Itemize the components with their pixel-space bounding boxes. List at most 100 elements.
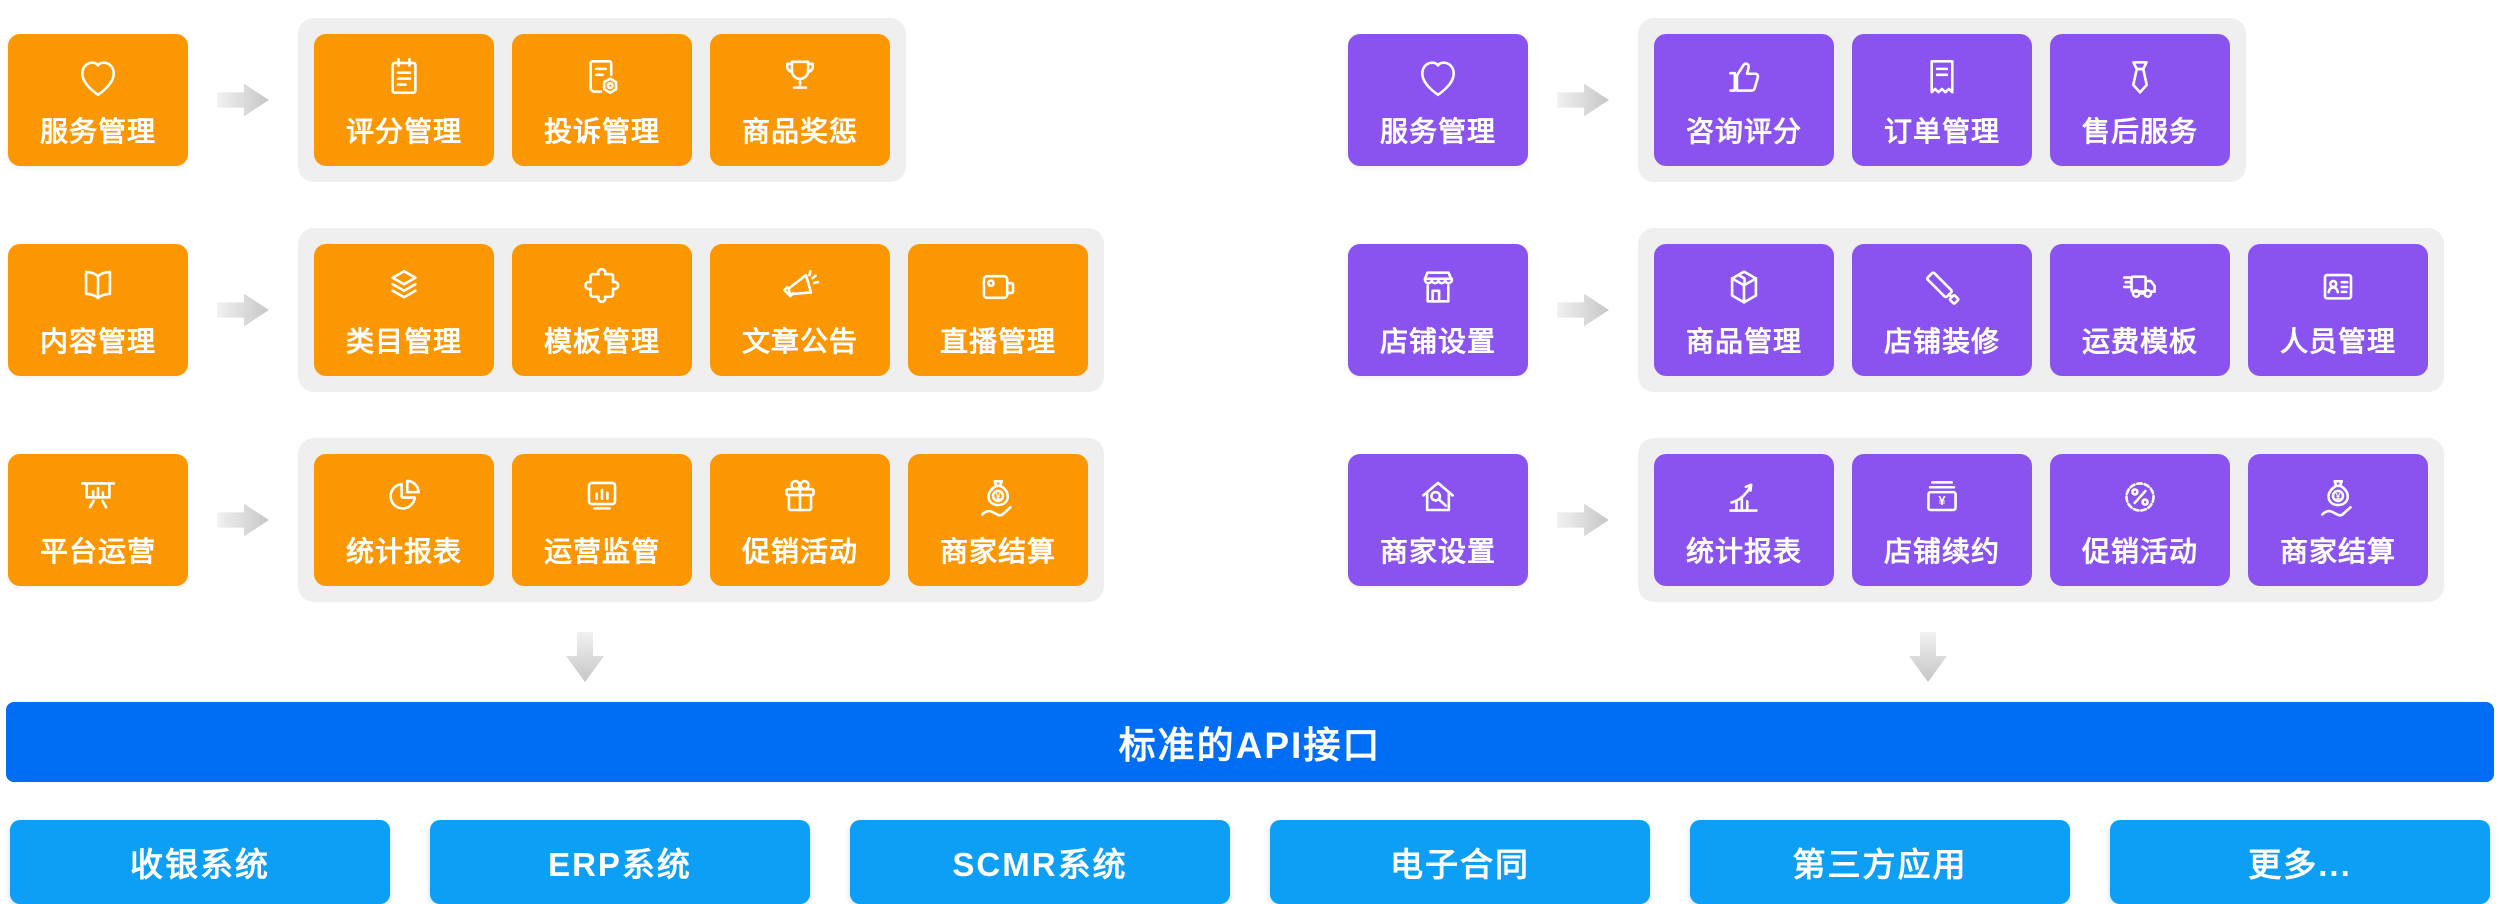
category-block-label: 服务管理 bbox=[1379, 115, 1496, 147]
feature-chip-label: 促销活动 bbox=[2081, 535, 2198, 567]
feature-chip-label: 店铺装修 bbox=[1883, 325, 2000, 357]
category-block-label: 平台运营 bbox=[39, 535, 156, 567]
arrow-right-icon bbox=[188, 76, 298, 124]
feature-chip-label: 商品管理 bbox=[1685, 325, 1802, 357]
api-bar-label: 标准的API接口 bbox=[1118, 725, 1382, 766]
id-card-icon bbox=[2312, 261, 2364, 313]
category-block-label: 服务管理 bbox=[39, 115, 156, 147]
feature-chip-label: 直播管理 bbox=[939, 325, 1056, 357]
monitor-icon bbox=[576, 471, 628, 523]
feature-chip: 促销活动 bbox=[2050, 454, 2230, 586]
system-block-label: 第三方应用 bbox=[1792, 846, 1968, 883]
percent-badge-icon bbox=[2114, 471, 2166, 523]
feature-chip-label: 商家结算 bbox=[939, 535, 1056, 567]
feature-group: 咨询评分 订单管理 售后服务 bbox=[1638, 18, 2246, 182]
tie-icon bbox=[2114, 51, 2166, 103]
trophy-icon bbox=[774, 51, 826, 103]
category-block: 内容管理 bbox=[8, 244, 188, 376]
svg-text:¥: ¥ bbox=[2335, 491, 2341, 501]
feature-row: 内容管理类目管理 模板管理 文章公告 直播管理 bbox=[8, 228, 1104, 392]
feature-chip-label: 统计报表 bbox=[345, 535, 462, 567]
arrow-right-icon bbox=[1528, 496, 1638, 544]
feature-group: 评分管理 投诉管理 商品奖惩 bbox=[298, 18, 906, 182]
feature-chip-label: 模板管理 bbox=[543, 325, 660, 357]
presentation-chart-icon bbox=[72, 471, 124, 523]
category-block: 服务管理 bbox=[1348, 34, 1528, 166]
arrow-right-icon bbox=[188, 286, 298, 334]
rating-notes-icon bbox=[378, 51, 430, 103]
money-bag-hand-icon: ¥ bbox=[972, 471, 1024, 523]
system-block-label: 电子合同 bbox=[1390, 846, 1530, 883]
system-block: ERP系统 bbox=[430, 820, 810, 904]
house-wrench-icon bbox=[1412, 471, 1464, 523]
feature-chip: 订单管理 bbox=[1852, 34, 2032, 166]
arrow-right-icon bbox=[188, 496, 298, 544]
category-block: 商家设置 bbox=[1348, 454, 1528, 586]
panel-merchant: 服务管理 咨询评分 订单管理 售后服务店铺设置商品管理 店铺装修 运费模板 人员管理商家设置… bbox=[1348, 18, 2444, 602]
feature-chip: 店铺装修 bbox=[1852, 244, 2032, 376]
feature-row: 服务管理 咨询评分 订单管理 售后服务 bbox=[1348, 18, 2444, 182]
svg-text:¥: ¥ bbox=[995, 491, 1001, 501]
feature-chip: 类目管理 bbox=[314, 244, 494, 376]
storefront-icon bbox=[1412, 261, 1464, 313]
system-block: 更多... bbox=[2110, 820, 2490, 904]
feature-group: 统计报表 ¥ 店铺续约 促销活动 ¥商家结算 bbox=[1638, 438, 2444, 602]
feature-chip: ¥ 店铺续约 bbox=[1852, 454, 2032, 586]
svg-text:¥: ¥ bbox=[1938, 493, 1946, 508]
feature-chip: 评分管理 bbox=[314, 34, 494, 166]
category-block: 服务管理 bbox=[8, 34, 188, 166]
category-block: 店铺设置 bbox=[1348, 244, 1528, 376]
feature-chip: 运营监管 bbox=[512, 454, 692, 586]
feature-chip-label: 类目管理 bbox=[345, 325, 462, 357]
panel-platform: 服务管理 评分管理 投诉管理 商品奖惩内容管理类目管理 模板管理 文章公告 直播管理平台运营… bbox=[8, 18, 1104, 602]
thumbs-up-icon bbox=[1718, 51, 1770, 103]
feature-group: 类目管理 模板管理 文章公告 直播管理 bbox=[298, 228, 1104, 392]
open-book-icon bbox=[72, 261, 124, 313]
feature-chip-label: 店铺续约 bbox=[1883, 535, 2000, 567]
feature-row: 服务管理 评分管理 投诉管理 商品奖惩 bbox=[8, 18, 1104, 182]
feature-chip: 商品管理 bbox=[1654, 244, 1834, 376]
feature-chip: 文章公告 bbox=[710, 244, 890, 376]
feature-chip-label: 咨询评分 bbox=[1685, 115, 1802, 147]
api-bar: 标准的API接口 bbox=[6, 702, 2494, 782]
feature-chip-label: 人员管理 bbox=[2279, 325, 2396, 357]
feature-row: 平台运营 统计报表 运营监管 促销活动 ¥ 商家结算 bbox=[8, 438, 1104, 602]
feature-row: 店铺设置商品管理 店铺装修 运费模板 人员管理 bbox=[1348, 228, 2444, 392]
feature-chip: 促销活动 bbox=[710, 454, 890, 586]
system-block: 第三方应用 bbox=[1690, 820, 2070, 904]
megaphone-icon bbox=[774, 261, 826, 313]
feature-chip-label: 运费模板 bbox=[2081, 325, 2198, 357]
feature-chip-label: 商品奖惩 bbox=[741, 115, 858, 147]
feature-chip: 统计报表 bbox=[1654, 454, 1834, 586]
arrow-down-icon bbox=[562, 632, 608, 682]
order-receipt-icon bbox=[1916, 51, 1968, 103]
feature-chip-label: 文章公告 bbox=[741, 325, 858, 357]
complaint-doc-icon bbox=[576, 51, 628, 103]
truck-icon bbox=[2114, 261, 2166, 313]
feature-chip: 售后服务 bbox=[2050, 34, 2230, 166]
gift-icon bbox=[774, 471, 826, 523]
feature-chip: 直播管理 bbox=[908, 244, 1088, 376]
system-block: 电子合同 bbox=[1270, 820, 1650, 904]
feature-chip: ¥商家结算 bbox=[2248, 454, 2428, 586]
feature-chip: ¥ 商家结算 bbox=[908, 454, 1088, 586]
feature-chip: 统计报表 bbox=[314, 454, 494, 586]
renewal-cash-icon: ¥ bbox=[1916, 471, 1968, 523]
system-block-label: SCMR系统 bbox=[952, 846, 1128, 883]
heart-icon bbox=[72, 51, 124, 103]
feature-chip-label: 运营监管 bbox=[543, 535, 660, 567]
cube-icon bbox=[1718, 261, 1770, 313]
feature-chip-label: 评分管理 bbox=[345, 115, 462, 147]
feature-chip: 运费模板 bbox=[2050, 244, 2230, 376]
feature-chip-label: 投诉管理 bbox=[543, 115, 660, 147]
feature-chip: 商品奖惩 bbox=[710, 34, 890, 166]
feature-group: 商品管理 店铺装修 运费模板 人员管理 bbox=[1638, 228, 2444, 392]
feature-chip: 人员管理 bbox=[2248, 244, 2428, 376]
arrow-right-icon bbox=[1528, 286, 1638, 334]
heart-icon bbox=[1412, 51, 1464, 103]
pie-chart-icon bbox=[378, 471, 430, 523]
feature-chip-label: 订单管理 bbox=[1883, 115, 2000, 147]
paint-roller-icon bbox=[1916, 261, 1968, 313]
system-block: 收银系统 bbox=[10, 820, 390, 904]
